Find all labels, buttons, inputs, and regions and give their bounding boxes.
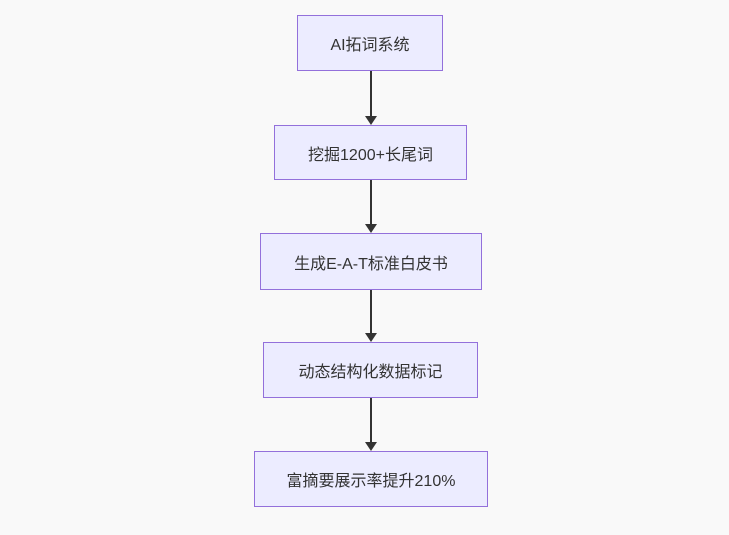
flow-node-label: 动态结构化数据标记 [298,364,443,381]
flow-node-generate-eat-whitepaper: 生成E-A-T标准白皮书 [260,233,482,290]
arrow-line [369,71,372,116]
flow-node-label: 挖掘1200+长尾词 [308,146,433,164]
arrowhead-icon [364,442,377,451]
flow-node-ai-word-expansion-system: AI拓词系统 [297,15,443,71]
arrow-line [369,398,372,442]
flow-node-label: 生成E-A-T标准白皮书 [294,255,448,273]
flow-node-label: 富摘要展示率提升210% [286,473,456,490]
flow-arrow-2 [364,180,377,233]
arrowhead-icon [364,333,377,342]
flow-node-dynamic-structured-data-markup: 动态结构化数据标记 [263,342,478,398]
flow-arrow-1 [364,71,377,125]
flow-arrow-3 [364,290,377,342]
flow-arrow-4 [364,398,377,451]
arrowhead-icon [364,116,377,125]
arrowhead-icon [364,224,377,233]
arrow-line [369,180,372,224]
flow-node-label: AI拓词系统 [330,37,410,54]
flow-node-rich-snippet-rate-increase: 富摘要展示率提升210% [254,451,488,507]
flow-node-mine-longtail-keywords: 挖掘1200+长尾词 [274,125,467,180]
arrow-line [369,290,372,333]
